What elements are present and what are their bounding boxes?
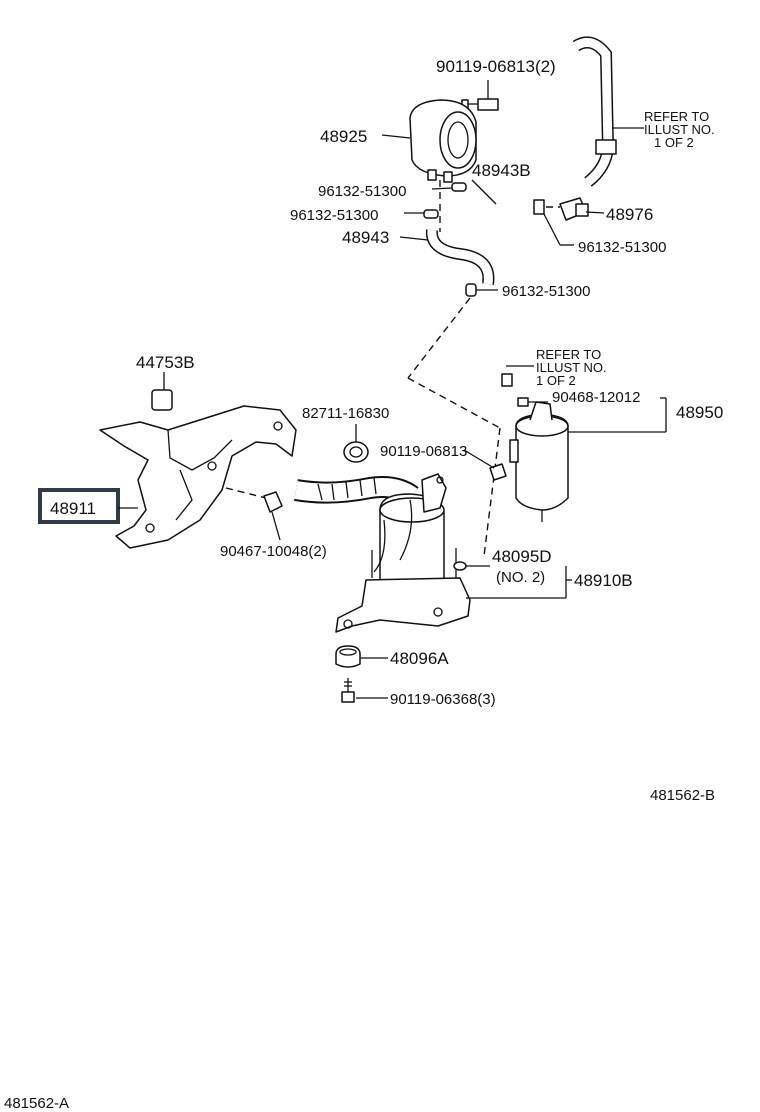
clip-icon (151, 389, 173, 411)
refer-mid-line-1: REFER TO (536, 347, 601, 362)
refer-top-line-1: REFER TO (644, 109, 709, 124)
vacuum-canister-icon (409, 99, 477, 183)
label-clip-c: 96132-51300 (578, 239, 666, 256)
label-bolt-mid: 90119-06813 (380, 443, 467, 460)
label-48095d: 48095D (492, 547, 552, 566)
label-clip-a: 96132-51300 (318, 183, 406, 200)
clip-icon (465, 283, 477, 297)
bolt-icon (341, 678, 355, 703)
hose-icon (572, 36, 615, 187)
label-48943b: 48943B (472, 161, 531, 180)
clip-icon (423, 182, 467, 219)
refer-mid-line-3: 1 OF 2 (536, 373, 576, 388)
cushion-icon (335, 645, 361, 668)
label-clip-b: 96132-51300 (290, 207, 378, 224)
clip-icon (343, 441, 369, 463)
label-90467: 90467-10048(2) (220, 543, 327, 560)
refer-top-line-3: 1 OF 2 (654, 135, 694, 150)
refer-top-line-2: ILLUST NO. (644, 122, 715, 137)
ref-code-b: 481562-B (650, 787, 715, 804)
part-48976-connector (559, 197, 605, 221)
pump-assembly-icon (335, 473, 471, 633)
label-bolt-top: 90119-06813(2) (436, 57, 556, 76)
hose-icon (425, 229, 495, 285)
hose-icon (294, 476, 419, 506)
highlight-box-48911[interactable] (38, 488, 120, 524)
reservoir-icon (509, 401, 569, 522)
bracket-icon (99, 405, 297, 549)
label-44753b: 44753B (136, 353, 195, 372)
clip-icon (453, 561, 467, 571)
label-48950: 48950 (676, 403, 723, 422)
label-48943: 48943 (342, 228, 389, 247)
clip-icon (263, 491, 283, 513)
label-bolt-bottom: 90119-06368(3) (390, 691, 496, 708)
label-48911: 48911 (50, 499, 96, 518)
label-48925: 48925 (320, 127, 367, 146)
label-clip-d: 96132-51300 (502, 283, 590, 300)
label-48976: 48976 (606, 205, 653, 224)
refer-mid-line-2: ILLUST NO. (536, 360, 607, 375)
label-no2: (NO. 2) (496, 569, 545, 586)
label-48096a: 48096A (390, 649, 449, 668)
label-90468: 90468-12012 (552, 389, 640, 406)
ref-code-a: 481562-A (4, 1095, 69, 1112)
hose-icon (452, 201, 528, 223)
label-82711: 82711-16830 (302, 405, 389, 422)
label-48910b: 48910B (574, 571, 633, 590)
